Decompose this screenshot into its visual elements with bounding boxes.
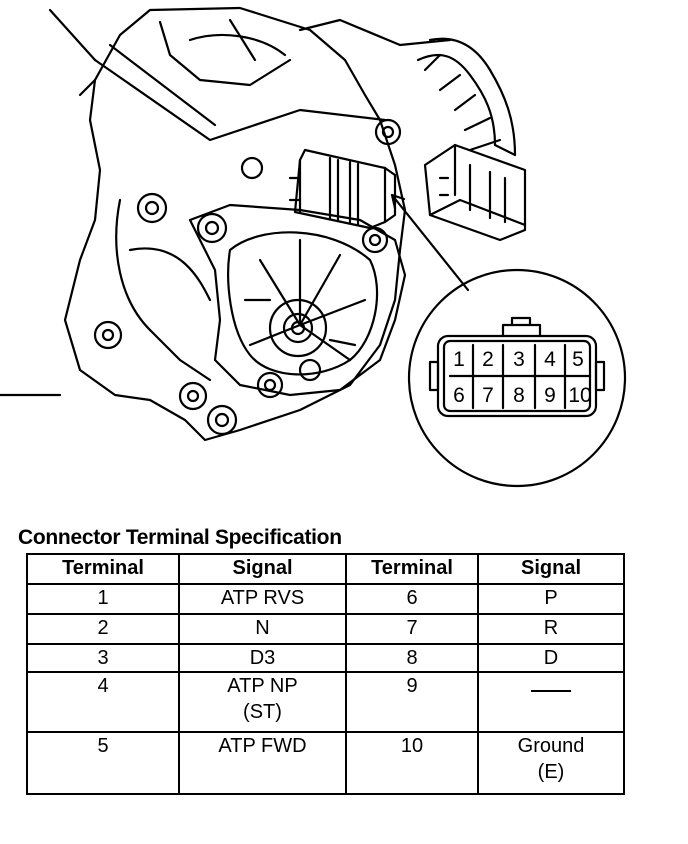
signal-cell: N (178, 613, 347, 645)
signal-cell: D3 (178, 643, 347, 673)
pin-label: 3 (513, 348, 525, 371)
signal-cell: D (477, 643, 625, 673)
signal-cell: R (477, 613, 625, 645)
switch-bolt (196, 212, 228, 244)
terminal-cell: 3 (26, 643, 180, 673)
terminal-cell: 8 (345, 643, 479, 673)
pin-label: 4 (544, 348, 556, 371)
connector-face-detail (407, 268, 627, 488)
terminal-cell: 5 (26, 731, 180, 795)
dash-line (531, 690, 571, 692)
table-row: 4 ATP NP (ST) 9 (26, 671, 625, 733)
signal-line: Ground (517, 735, 585, 757)
terminal-cell: 1 (26, 583, 180, 615)
connector-spec-table: Terminal Signal Terminal Signal 1 ATP RV… (26, 553, 625, 795)
pin-label: 6 (453, 384, 465, 407)
pin-label: 2 (482, 348, 494, 371)
pin-label: 5 (572, 348, 584, 371)
table-row: 3 D3 8 D (26, 643, 625, 673)
pin-label: 10 (568, 384, 591, 407)
terminal-cell: 4 (26, 671, 180, 733)
housing-bolt (136, 192, 168, 224)
table-row: 2 N 7 R (26, 613, 625, 645)
terminal-cell: 9 (345, 671, 479, 733)
header-terminal: Terminal (26, 553, 180, 585)
terminal-cell: 2 (26, 613, 180, 645)
header-signal: Signal (477, 553, 625, 585)
pin-label: 9 (544, 384, 556, 407)
signal-cell: Ground (E) (477, 731, 625, 795)
pin-label: 1 (453, 348, 465, 371)
housing-bolt (178, 381, 208, 411)
signal-line: (ST) (243, 701, 282, 723)
terminal-cell: 6 (345, 583, 479, 615)
table-header-row: Terminal Signal Terminal Signal (26, 553, 625, 585)
spec-title: Connector Terminal Specification (18, 526, 342, 549)
table-row: 1 ATP RVS 6 P (26, 583, 625, 615)
terminal-cell: 10 (345, 731, 479, 795)
switch-shaft (268, 298, 328, 358)
signal-cell: ATP RVS (178, 583, 347, 615)
signal-cell (477, 671, 625, 733)
pin-label: 7 (482, 384, 494, 407)
housing-bolt (240, 156, 264, 180)
switch-bolt (298, 358, 322, 382)
housing-bolt (374, 118, 402, 146)
switch-bolt (361, 226, 389, 254)
terminal-cell: 7 (345, 613, 479, 645)
signal-cell: ATP FWD (178, 731, 347, 795)
switch-bolt (256, 371, 284, 399)
housing-bolt (93, 320, 123, 350)
harness-connector (423, 143, 527, 242)
signal-cell: ATP NP (ST) (178, 671, 347, 733)
pin-label: 8 (513, 384, 525, 407)
table-row: 5 ATP FWD 10 Ground (E) (26, 731, 625, 795)
header-terminal: Terminal (345, 553, 479, 585)
signal-line: ATP NP (227, 675, 298, 697)
header-signal: Signal (178, 553, 347, 585)
transmission-housing (0, 6, 452, 442)
wire-harness (416, 37, 517, 157)
transmission-range-switch-drawing: 1 2 3 4 5 6 7 8 9 10 (0, 6, 627, 488)
signal-cell: P (477, 583, 625, 615)
pointer-line (390, 193, 470, 292)
switch-bolt (206, 404, 238, 436)
signal-line: (E) (537, 761, 565, 783)
